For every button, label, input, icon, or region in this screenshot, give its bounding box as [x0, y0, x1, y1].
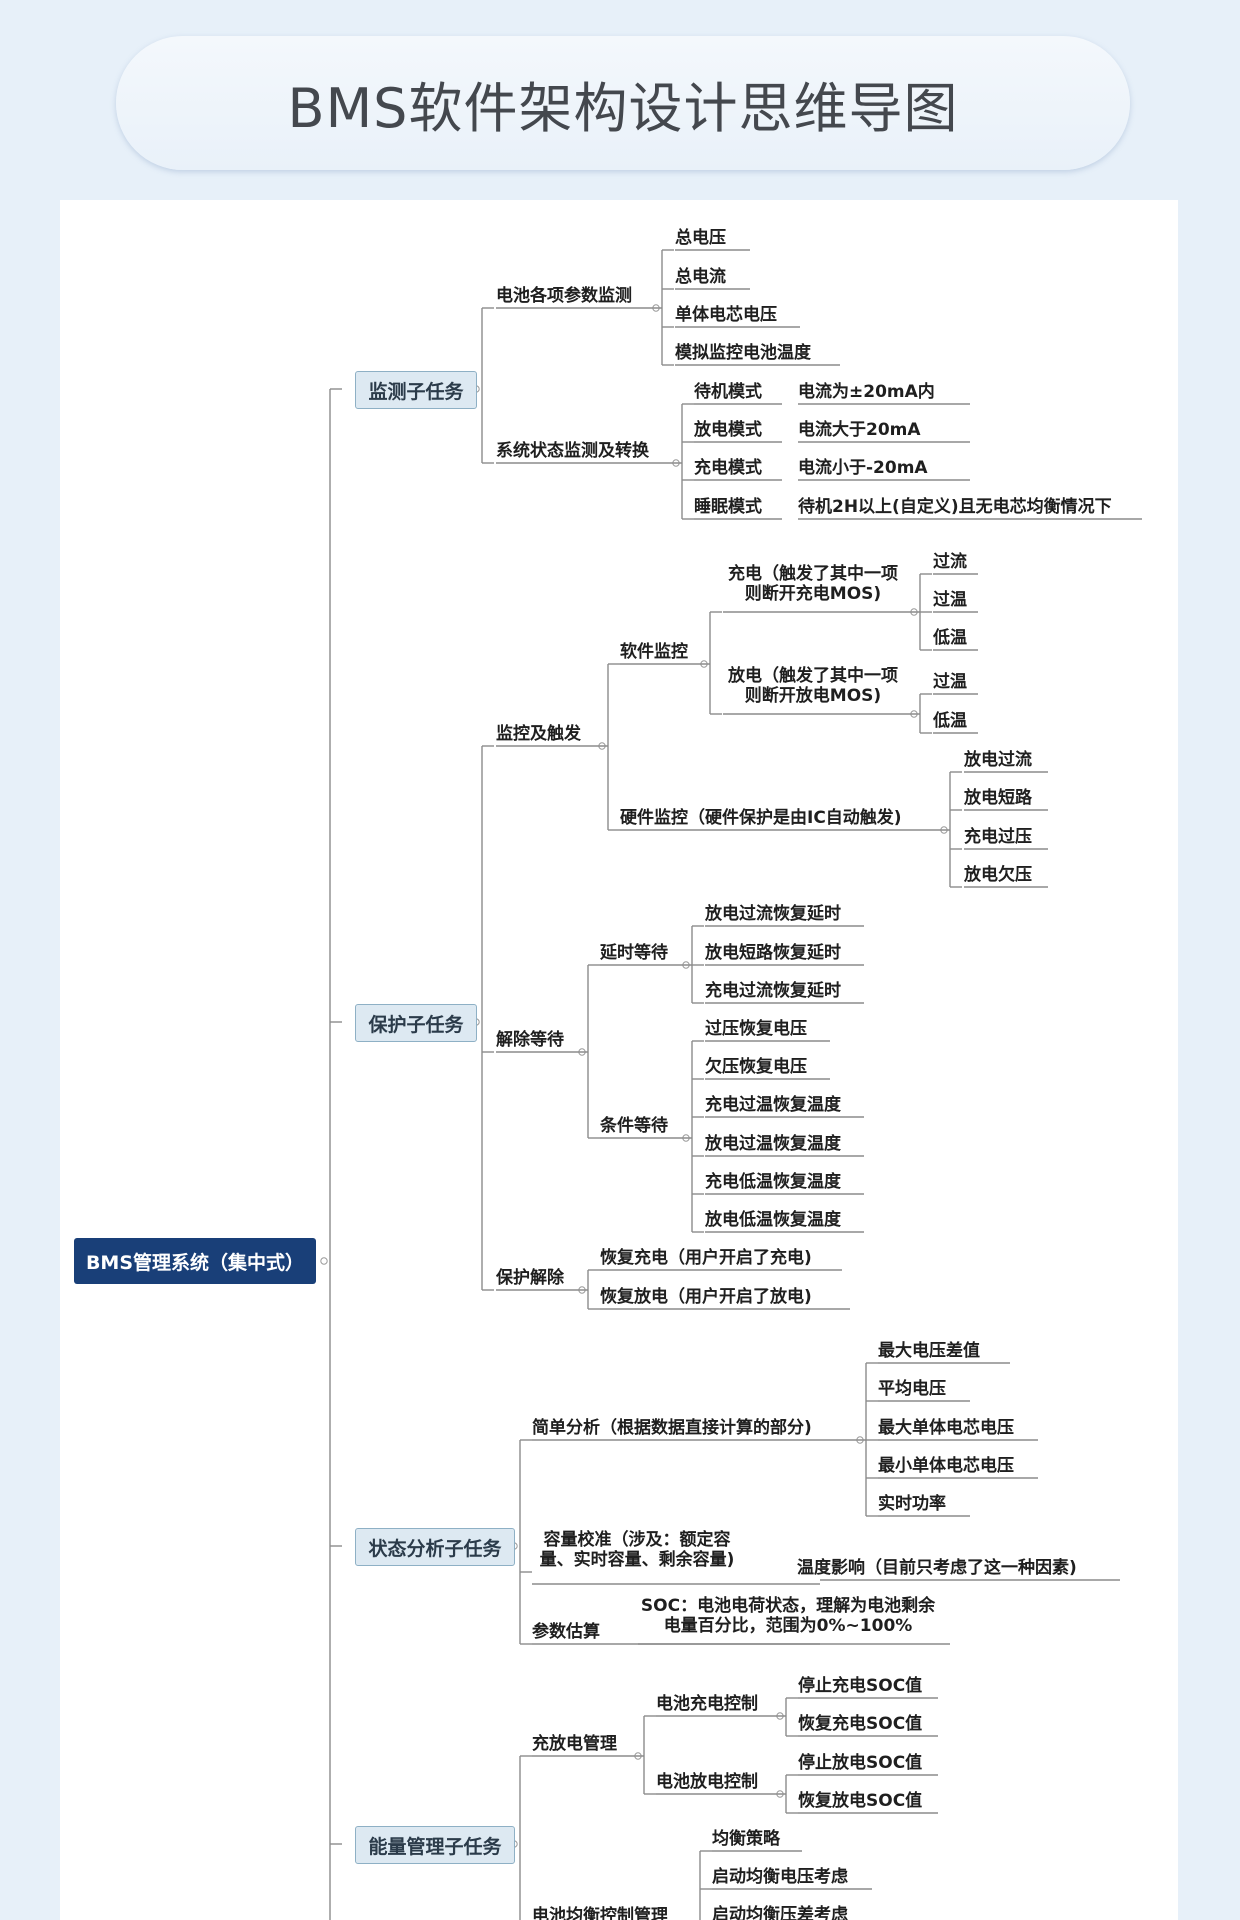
node-pr-discharge: 恢复放电（用户开启了放电): [600, 1287, 812, 1307]
node-hw-d-uv: 放电欠压: [964, 865, 1032, 885]
node-sw-mon: 软件监控: [620, 642, 688, 662]
node-sa-4: 最小单体电芯电压: [878, 1456, 1014, 1476]
node-mon-params: 电池各项参数监测: [496, 286, 632, 306]
node-mon: 监测子任务: [355, 371, 477, 409]
mind-map-panel: BMS管理系统（集中式） 监测子任务 电池各项参数监测 总电压总电流单体电芯电压模拟监…: [60, 200, 1178, 1920]
node-hw-c-ov: 充电过压: [964, 827, 1032, 847]
node-st-sleep: 睡眠模式: [694, 497, 762, 517]
node-delay-wait: 延时等待: [600, 943, 668, 963]
collapse-knob-icon[interactable]: [320, 1257, 328, 1265]
node-hw-mon: 硬件监控（硬件保护是由IC自动触发): [620, 808, 902, 828]
node-sa-3: 最大单体电芯电压: [878, 1418, 1014, 1438]
node-prot: 保护子任务: [355, 1004, 477, 1042]
node-cw-6: 放电低温恢复温度: [705, 1210, 841, 1230]
node-sw-c-ut: 低温: [933, 628, 967, 648]
node-st-discharge-d: 电流大于20mA: [798, 420, 921, 440]
node-prot-trigger: 监控及触发: [496, 724, 581, 744]
node-sa-5: 实时功率: [878, 1494, 946, 1514]
node-sa-1: 最大电压差值: [878, 1341, 980, 1361]
node-charge-ctrl: 电池充电控制: [656, 1694, 758, 1714]
node-cw-5: 充电低温恢复温度: [705, 1172, 841, 1192]
node-hw-d-oc: 放电过流: [964, 750, 1032, 770]
node-bal-2: 启动均衡电压考虑: [712, 1867, 848, 1887]
node-prot-release: 保护解除: [496, 1268, 564, 1288]
mind-map-connectors: [320, 249, 1142, 1920]
node-mon-total-v: 总电压: [675, 228, 726, 248]
node-sw-discharge: 放电（触发了其中一项则断开放电MOS): [728, 666, 898, 706]
node-sw-c-ot: 过温: [933, 590, 967, 610]
node-sa-2: 平均电压: [878, 1379, 946, 1399]
node-st-discharge: 放电模式: [694, 420, 762, 440]
node-cw-1: 过压恢复电压: [705, 1019, 807, 1039]
node-discharge-ctrl: 电池放电控制: [656, 1772, 758, 1792]
node-dw-1: 放电过流恢复延时: [705, 904, 841, 924]
node-sw-d-ot: 过温: [933, 672, 967, 692]
node-st-charge: 充电模式: [694, 458, 762, 478]
node-cap: 容量校准（涉及：额定容量、实时容量、剩余容量): [539, 1530, 735, 1570]
node-dc-2: 恢复放电SOC值: [798, 1791, 923, 1811]
node-pr-charge: 恢复充电（用户开启了充电): [600, 1248, 812, 1268]
node-soc: SOC：电池电荷状态，理解为电池剩余电量百分比，范围为0%~100%: [640, 1596, 936, 1636]
node-balance: 电池均衡控制管理: [532, 1906, 668, 1920]
node-bal-1: 均衡策略: [712, 1829, 780, 1849]
node-state: 状态分析子任务: [355, 1528, 515, 1566]
node-mon-cell-v: 单体电芯电压: [675, 305, 777, 325]
node-root: BMS管理系统（集中式）: [74, 1238, 316, 1284]
node-st-standby: 待机模式: [694, 382, 762, 402]
node-st-standby-d: 电流为±20mA内: [798, 382, 935, 402]
node-mon-total-i: 总电流: [675, 267, 726, 287]
node-cond-wait: 条件等待: [600, 1116, 668, 1136]
node-sw-c-oc: 过流: [933, 552, 967, 572]
node-cc-2: 恢复充电SOC值: [798, 1714, 923, 1734]
node-mon-temp: 模拟监控电池温度: [675, 343, 811, 363]
node-dc-1: 停止放电SOC值: [798, 1753, 923, 1773]
node-mon-state: 系统状态监测及转换: [496, 441, 649, 461]
node-hw-d-sc: 放电短路: [964, 788, 1032, 808]
node-st-sleep-d: 待机2H以上(自定义)且无电芯均衡情况下: [798, 497, 1112, 517]
node-sw-charge: 充电（触发了其中一项则断开充电MOS): [728, 564, 898, 604]
node-st-charge-d: 电流小于-20mA: [798, 458, 928, 478]
node-simple: 简单分析（根据数据直接计算的部分): [532, 1418, 812, 1438]
node-sw-d-ut: 低温: [933, 711, 967, 731]
node-bal-3: 启动均衡压差考虑: [712, 1905, 848, 1920]
node-cd-mgmt: 充放电管理: [532, 1734, 617, 1754]
page-title: BMS软件架构设计思维导图: [287, 76, 959, 140]
page-title-banner: BMS软件架构设计思维导图: [116, 36, 1130, 170]
node-cw-4: 放电过温恢复温度: [705, 1134, 841, 1154]
node-cw-3: 充电过温恢复温度: [705, 1095, 841, 1115]
node-release-wait: 解除等待: [496, 1030, 564, 1050]
node-cc-1: 停止充电SOC值: [798, 1676, 923, 1696]
node-dw-2: 放电短路恢复延时: [705, 943, 841, 963]
node-energy: 能量管理子任务: [355, 1826, 515, 1864]
node-cw-2: 欠压恢复电压: [705, 1057, 807, 1077]
node-cap-temp: 温度影响（目前只考虑了这一种因素): [797, 1558, 1077, 1578]
node-param: 参数估算: [532, 1622, 600, 1642]
node-dw-3: 充电过流恢复延时: [705, 981, 841, 1001]
